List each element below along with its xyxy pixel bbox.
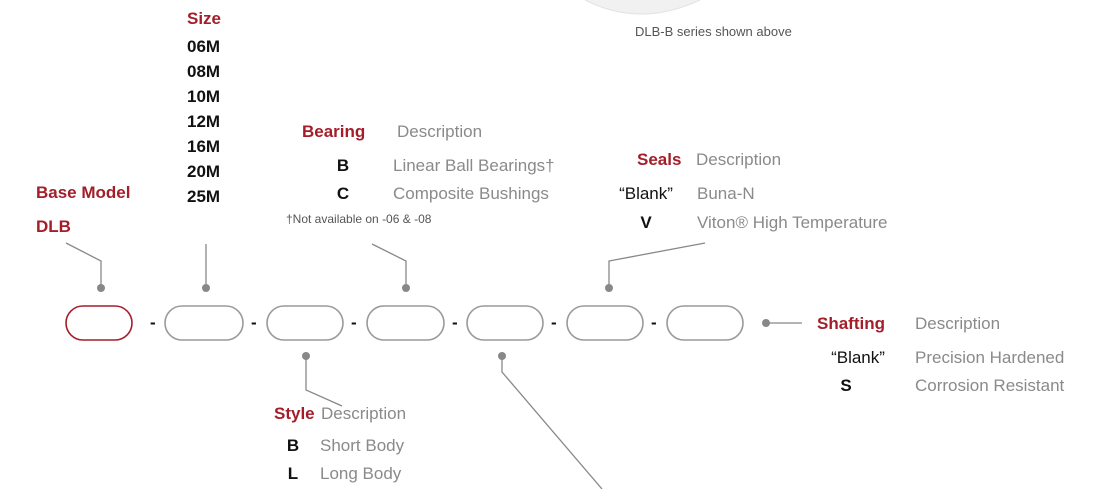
bearing-footnote: †Not available on -06 & -08: [286, 213, 431, 225]
dot-base-model: [97, 284, 105, 292]
size-title: Size: [187, 10, 221, 27]
code-box-base-model: [66, 306, 132, 340]
shafting-description-header: Description: [915, 315, 1000, 332]
seals-title: Seals: [637, 151, 681, 168]
dot-bearing: [402, 284, 410, 292]
seals-description-header: Description: [696, 151, 781, 168]
connector-lines: [66, 243, 802, 489]
separator: -: [651, 314, 657, 331]
style-description-header: Description: [321, 405, 406, 422]
dot-size: [202, 284, 210, 292]
dot-seals: [605, 284, 613, 292]
seals-code: V: [636, 214, 656, 231]
shafting-description: Precision Hardened: [915, 349, 1064, 366]
code-box-style: [267, 306, 343, 340]
lower-leader: [502, 356, 602, 489]
size-option: 08M: [187, 63, 220, 80]
size-option: 10M: [187, 88, 220, 105]
code-box-seals: [567, 306, 643, 340]
shafting-code: S: [837, 377, 855, 394]
style-description: Long Body: [320, 465, 401, 482]
bearing-code: C: [335, 185, 351, 202]
shafting-description: Corrosion Resistant: [915, 377, 1064, 394]
style-code: B: [286, 437, 300, 454]
bearing-description: Composite Bushings: [393, 185, 549, 202]
code-box-bearing: [367, 306, 444, 340]
bearing-description: Linear Ball Bearings†: [393, 157, 555, 174]
separator: -: [551, 314, 557, 331]
size-option: 16M: [187, 138, 220, 155]
style-code: L: [286, 465, 300, 482]
size-option: 25M: [187, 188, 220, 205]
style-title: Style: [274, 405, 315, 422]
size-option: 20M: [187, 163, 220, 180]
dot-shafting: [762, 319, 770, 327]
dot-style: [302, 352, 310, 360]
style-leader: [306, 356, 342, 406]
code-box-size: [165, 306, 243, 340]
bearing-leader: [372, 244, 406, 287]
bearing-description-header: Description: [397, 123, 482, 140]
seals-leader: [609, 243, 705, 287]
separator: -: [452, 314, 458, 331]
size-option: 06M: [187, 38, 220, 55]
dot-lower: [498, 352, 506, 360]
seals-description: Buna-N: [697, 185, 755, 202]
bearing-title: Bearing: [302, 123, 365, 140]
image-caption: DLB-B series shown above: [635, 25, 792, 38]
part-code-boxes: [66, 306, 743, 340]
style-description: Short Body: [320, 437, 404, 454]
base-model-leader: [66, 243, 101, 287]
shafting-title: Shafting: [817, 315, 885, 332]
code-box-option: [467, 306, 543, 340]
separator: -: [150, 314, 156, 331]
base-model-value: DLB: [36, 218, 71, 235]
seals-code: “Blank”: [606, 185, 686, 202]
separator: -: [351, 314, 357, 331]
seals-description: Viton® High Temperature: [697, 214, 888, 231]
separator: -: [251, 314, 257, 331]
base-model-title: Base Model: [36, 184, 130, 201]
product-image-edge: [585, 0, 700, 14]
size-option: 12M: [187, 113, 220, 130]
code-box-shafting: [667, 306, 743, 340]
shafting-code: “Blank”: [818, 349, 898, 366]
bearing-code: B: [336, 157, 350, 174]
